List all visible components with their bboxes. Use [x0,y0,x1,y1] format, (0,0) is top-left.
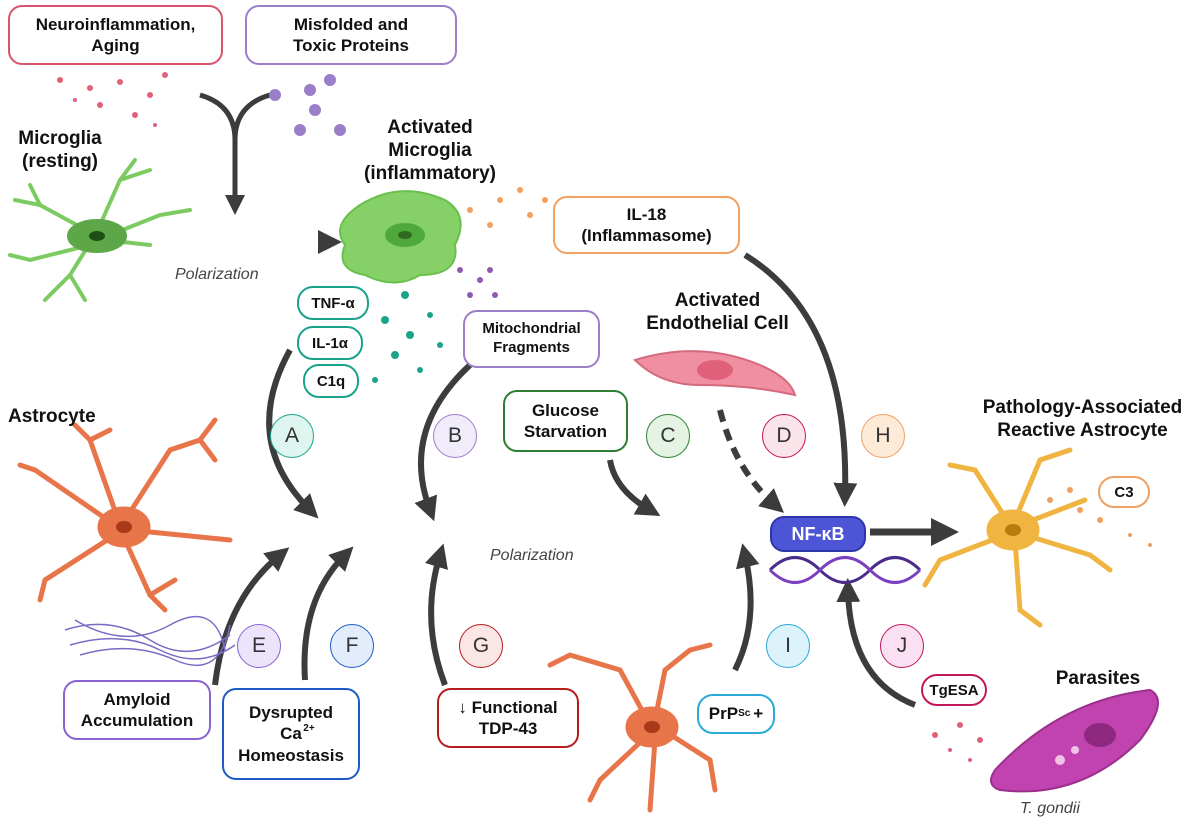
resting-microglia-cell [8,158,192,302]
particles-misfolded-proteins [269,74,346,136]
calcium-homeostasis-box: Dysrupted Ca 2+ Homeostasis [222,688,360,780]
polarization-label-top: Polarization [175,266,259,283]
prp-text: PrP [708,704,739,724]
microglia-resting-label: Microglia (resting) [18,128,102,172]
il1-alpha-pill: IL-1α [297,326,363,360]
astrocyte-cell [17,417,233,613]
calcium-line1: Dysrupted Ca [248,703,334,744]
dna-helix [768,556,922,584]
amyloid-fibrils [64,616,236,666]
amyloid-accumulation-box: Amyloid Accumulation [63,680,211,740]
pathway-circle-d: D [762,414,806,458]
astrocyte-label: Astrocyte [8,406,96,427]
particles-il18 [467,187,548,228]
prp-superscript: Sc [738,707,751,719]
particles-neuroinflammation [57,72,168,127]
tgesa-box: TgESA [921,674,987,706]
particles-mitochondrial [457,267,498,298]
particles-tgesa [932,722,983,762]
calcium-line2: Homeostasis [238,745,344,765]
pathway-circle-b: B [433,414,477,458]
astrocyte-cell-center [547,642,718,813]
pathway-circle-a: A [270,414,314,458]
parasite-t-gondii [990,688,1159,793]
activated-microglia-cell [339,190,462,284]
pathway-circle-g: G [459,624,503,668]
pathway-circle-e: E [237,624,281,668]
c3-box: C3 [1098,476,1150,508]
reactive-astrocyte-cell [922,447,1113,628]
activated-endothelial-label: Activated Endothelial Cell [646,290,789,334]
tdp43-box: ↓ Functional TDP-43 [437,688,579,748]
neuroinflammation-aging-box: Neuroinflammation, Aging [8,5,223,65]
glucose-starvation-box: Glucose Starvation [503,390,628,452]
endothelial-cell [633,350,797,397]
pathway-circle-j: J [880,624,924,668]
misfolded-proteins-box: Misfolded and Toxic Proteins [245,5,457,65]
prp-plus: + [753,704,764,724]
pathway-circle-h: H [861,414,905,458]
il18-box: IL-18 (Inflammasome) [553,196,740,254]
pathway-circle-f: F [330,624,374,668]
reactive-astrocyte-label: Pathology-Associated Reactive Astrocyte [982,397,1183,441]
pathway-circle-c: C [646,414,690,458]
particles-cytokines [372,291,443,383]
nfkb-complex: NF-κB [770,516,866,552]
parasites-label: Parasites [1055,668,1141,689]
t-gondii-label: T. gondii [1020,800,1080,817]
mitochondrial-fragments-box: Mitochondrial Fragments [463,310,600,368]
pathway-circle-i: I [766,624,810,668]
c1q-pill: C1q [303,364,359,398]
activated-microglia-label: Activated Microglia (inflammatory) [364,117,496,184]
tnf-alpha-pill: TNF-α [297,286,369,320]
particles-c3 [1047,487,1152,547]
polarization-label-main: Polarization [490,547,574,564]
